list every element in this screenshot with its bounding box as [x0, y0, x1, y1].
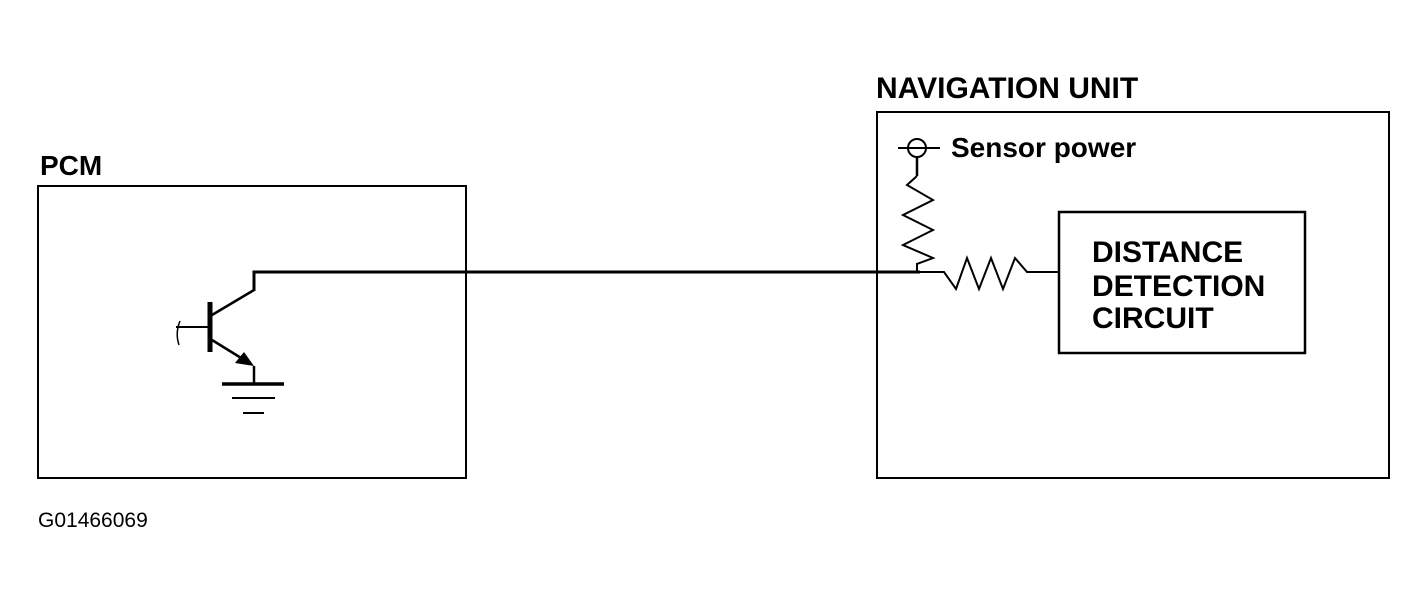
navigation-unit-box [876, 111, 1390, 479]
circuit-label-line1: DISTANCE [1092, 236, 1243, 269]
ground-symbol [222, 382, 284, 414]
circuit-label-line2: DETECTION [1092, 270, 1265, 303]
pcm-label: PCM [40, 150, 102, 181]
sensor-power-terminal [898, 138, 940, 176]
distance-detection-circuit-box [1057, 210, 1307, 355]
transistor-symbol [176, 288, 256, 383]
navigation-unit-label: NAVIGATION UNIT [876, 72, 1138, 105]
pcm-box [37, 185, 467, 479]
sensor-power-label: Sensor power [951, 132, 1136, 163]
signal-wire [252, 270, 920, 291]
figure-id: G01466069 [38, 509, 148, 532]
pullup-resistor [900, 175, 936, 272]
emitter-arrow [235, 352, 254, 366]
circuit-label-line3: CIRCUIT [1092, 302, 1214, 335]
series-resistor [920, 255, 1059, 292]
